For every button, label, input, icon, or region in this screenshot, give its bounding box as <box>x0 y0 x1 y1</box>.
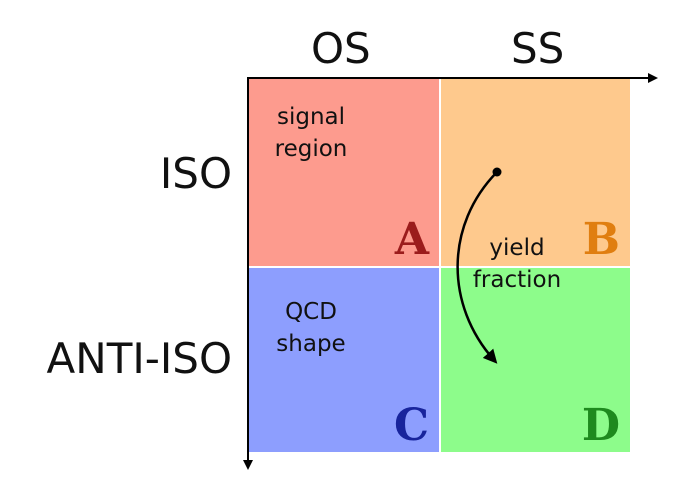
column-header-os: OS <box>311 24 371 73</box>
region-d-letter: D <box>581 400 620 451</box>
region-c-letter: C <box>393 400 429 451</box>
yield-fraction-label: yield fraction <box>462 232 572 296</box>
yield-fraction-label-line: yield <box>489 235 545 261</box>
region-b-letter: B <box>582 214 620 265</box>
row-header-iso: ISO <box>159 149 232 198</box>
region-a: signal region A <box>249 79 439 266</box>
region-a-description: signal region <box>249 101 373 165</box>
region-c: QCD shape C <box>249 268 439 452</box>
region-a-description-line: signal <box>276 104 346 130</box>
region-a-description-line: region <box>274 136 348 162</box>
region-c-description: QCD shape <box>249 296 373 360</box>
region-c-description-line: QCD <box>285 299 337 325</box>
yield-fraction-label-line: fraction <box>472 267 562 293</box>
region-c-description-line: shape <box>276 331 346 357</box>
row-header-anti-iso: ANTI-ISO <box>46 334 232 383</box>
column-header-ss: SS <box>511 24 565 73</box>
region-a-letter: A <box>394 214 429 265</box>
